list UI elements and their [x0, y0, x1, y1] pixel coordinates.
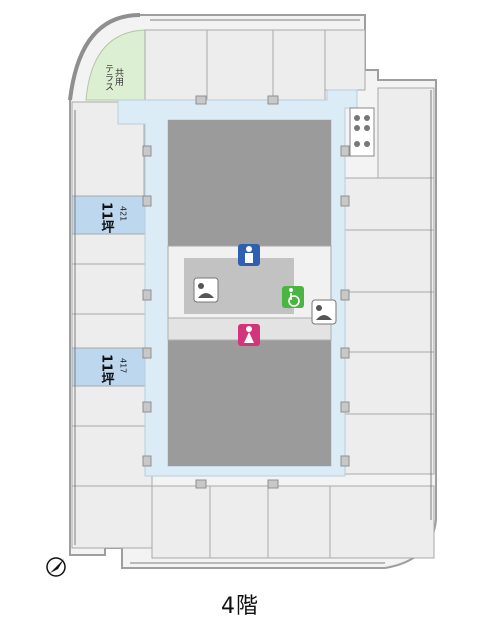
left-unit-column [71, 101, 153, 487]
bottom-unit-row [71, 485, 435, 559]
unit [151, 485, 211, 559]
unit [344, 177, 435, 231]
male-restroom-icon [238, 244, 260, 266]
terrace-label: 共用 [113, 68, 124, 87]
unit [71, 485, 153, 549]
unit-size-label: 11坪 [99, 202, 115, 235]
unit [71, 347, 153, 387]
baby-care-icon [311, 299, 337, 325]
unit [209, 485, 269, 559]
unit-number-label: 417 [119, 358, 128, 373]
core-upper [168, 120, 331, 246]
right-unit-column [344, 87, 435, 475]
unit [272, 29, 326, 101]
floor-label: 4階 [221, 594, 259, 619]
terrace-arc-wall [68, 13, 141, 101]
terrace-label-2: テラス [103, 64, 113, 91]
unit [71, 313, 153, 349]
unit [206, 29, 274, 101]
restroom-block [349, 107, 375, 157]
baby-care-icon [193, 277, 219, 303]
wheelchair-icon [282, 286, 304, 308]
female-restroom-icon [238, 324, 260, 346]
floor-plan: 共用 テラス 421 11坪 417 11坪 [46, 13, 437, 577]
unit [267, 485, 331, 559]
unit [71, 385, 153, 427]
north-arrow-icon [46, 557, 66, 577]
unit [377, 87, 435, 179]
unit [144, 29, 208, 101]
core-lower [168, 340, 331, 466]
top-unit-row [144, 29, 366, 101]
unit [329, 485, 435, 559]
unit [344, 291, 435, 353]
unit [71, 425, 153, 487]
unit [71, 263, 153, 315]
unit-size-label: 11坪 [99, 354, 115, 387]
unit [344, 351, 435, 415]
unit [344, 229, 435, 293]
unit [71, 195, 153, 235]
unit-number-label: 421 [119, 206, 128, 221]
unit [71, 233, 153, 265]
structural-columns [142, 95, 350, 489]
unit [324, 29, 366, 91]
exterior-mullions [74, 19, 432, 564]
unit [344, 413, 435, 475]
